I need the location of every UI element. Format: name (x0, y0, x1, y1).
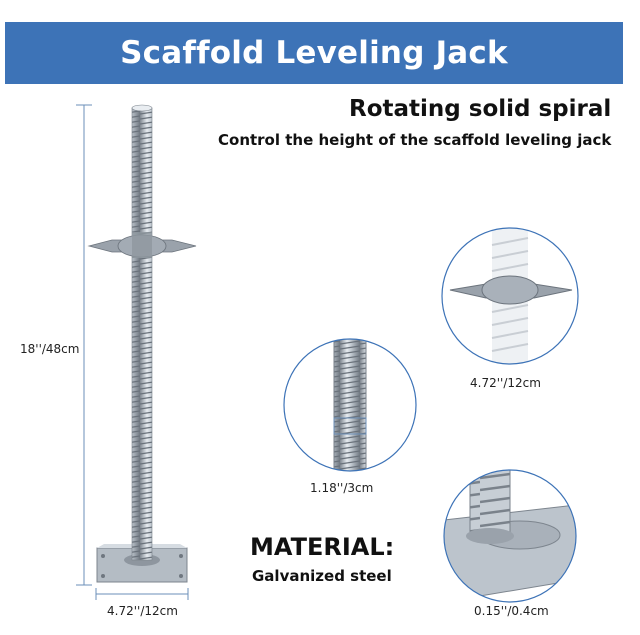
base-detail-circle (443, 469, 577, 603)
handle-width-label: 4.72''/12cm (470, 376, 541, 390)
height-dimension-line (76, 104, 92, 586)
subtitle: Rotating solid spiral (349, 96, 612, 122)
material-value: Galvanized steel (252, 567, 392, 585)
base-width-label: 4.72''/12cm (107, 604, 178, 618)
height-label: 18''/48cm (20, 342, 80, 356)
leveling-jack-image (87, 104, 197, 583)
thread-detail-circle (283, 338, 417, 472)
title-banner: Scaffold Leveling Jack (5, 22, 623, 84)
handle-detail-circle (441, 227, 579, 365)
description: Control the height of the scaffold level… (218, 131, 612, 149)
thread-length-label: 1.18''/3cm (310, 481, 374, 495)
plate-thickness-label: 0.15''/0.4cm (474, 604, 549, 618)
base-dimension-line (95, 588, 189, 600)
page-title: Scaffold Leveling Jack (120, 35, 508, 71)
material-heading: MATERIAL: (250, 533, 395, 561)
